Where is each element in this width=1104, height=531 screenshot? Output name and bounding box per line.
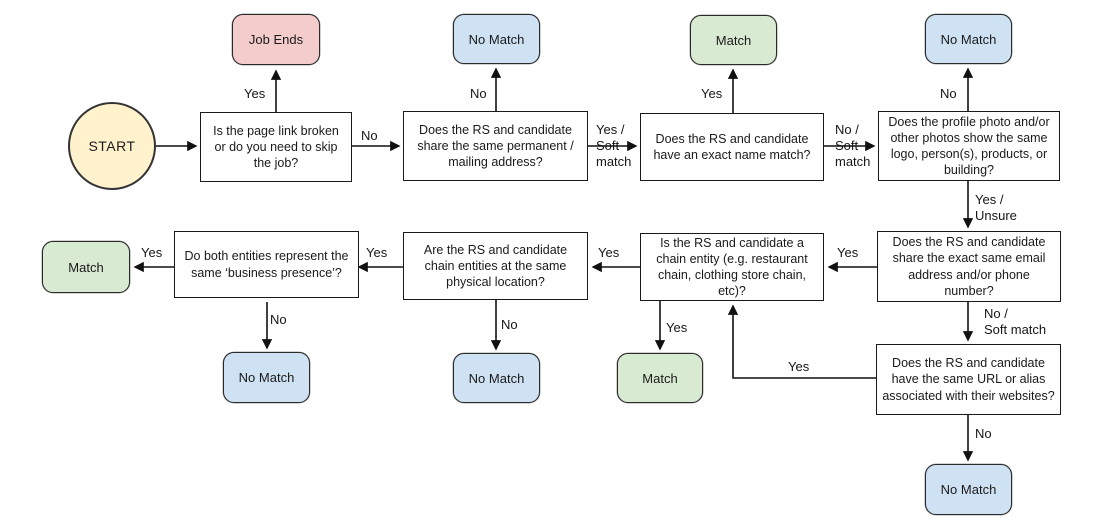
- edge-label-yes-email-to-chain: Yes: [837, 245, 859, 260]
- edge-label-yes-job-ends: Yes: [244, 86, 266, 101]
- decision-physical-location: Are the RS and candidate chain entities …: [403, 232, 588, 300]
- decision-page-link: Is the page link broken or do you need t…: [200, 112, 352, 182]
- edge-label-no-to-no-match-bottom: No: [975, 426, 992, 441]
- edge-label-no-to-no-match-1: No: [470, 86, 487, 101]
- decision-name-match: Does the RS and candidate have an exact …: [640, 113, 824, 181]
- edge-label-yes-unsure: Yes / Unsure: [975, 192, 1017, 223]
- edge-label-no-soft-match-2: No / Soft match: [984, 306, 1047, 337]
- edge-label-yes-to-match-top: Yes: [701, 86, 723, 101]
- edge-label-no-to-no-match-mid-1: No: [270, 312, 287, 327]
- terminal-match-left: Match: [42, 241, 130, 293]
- edge-label-yes-chain-to-location: Yes: [598, 245, 620, 260]
- edge-label-no-to-no-match-2: No: [940, 86, 957, 101]
- edge-label-no-soft-match-1: No / Soft match: [835, 122, 871, 169]
- decision-url-alias: Does the RS and candidate have the same …: [876, 344, 1061, 415]
- terminal-no-match-top-1: No Match: [453, 14, 540, 64]
- edge-label-yes-url-to-chain: Yes: [788, 359, 810, 374]
- terminal-no-match-bottom: No Match: [925, 464, 1012, 515]
- decision-business-presence: Do both entities represent the same ‘bus…: [174, 231, 359, 298]
- terminal-job-ends: Job Ends: [232, 14, 320, 65]
- edge-label-yes-presence-to-match: Yes: [141, 245, 163, 260]
- decision-chain-entity: Is the RS and candidate a chain entity (…: [640, 233, 824, 301]
- edge-label-yes-chain-to-match: Yes: [666, 320, 688, 335]
- terminal-no-match-mid-2: No Match: [453, 353, 540, 403]
- terminal-match-mid: Match: [617, 353, 703, 403]
- edge-label-no-to-address: No: [361, 128, 378, 143]
- edge-label-yes-location-to-presence: Yes: [366, 245, 388, 260]
- edge-label-yes-soft-match-1: Yes / Soft match: [596, 122, 632, 169]
- edge-label-no-to-no-match-mid-2: No: [501, 317, 518, 332]
- decision-address: Does the RS and candidate share the same…: [403, 111, 588, 181]
- decision-email-phone: Does the RS and candidate share the exac…: [877, 231, 1061, 302]
- decision-photos: Does the profile photo and/or other phot…: [878, 111, 1060, 181]
- terminal-no-match-top-2: No Match: [925, 14, 1012, 64]
- terminal-no-match-mid-1: No Match: [223, 352, 310, 403]
- start-node: START: [68, 102, 156, 190]
- terminal-match-top: Match: [690, 15, 777, 65]
